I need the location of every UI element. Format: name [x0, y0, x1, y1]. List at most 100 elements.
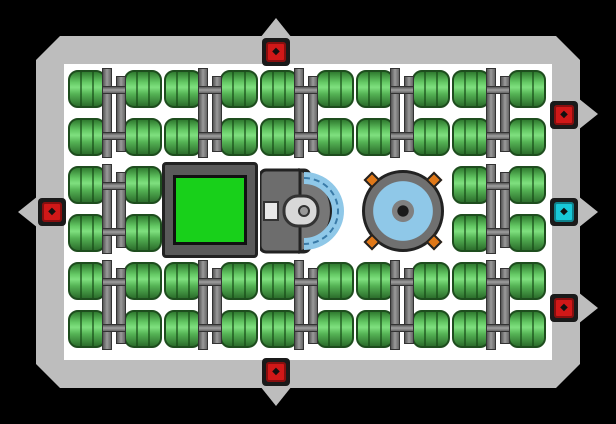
fuel-pipe: [102, 132, 126, 140]
fuel-drum: [316, 70, 354, 108]
fuel-pipe: [486, 260, 496, 350]
fuel-drum: [260, 118, 298, 156]
fuel-drum: [412, 310, 450, 348]
fuel-drum: [124, 70, 162, 108]
fuel-pipe: [116, 172, 126, 248]
fuel-tank-cell[interactable]: [354, 66, 450, 162]
fuel-pipe: [294, 324, 318, 332]
fuel-drum: [164, 262, 202, 300]
fuel-drum: [220, 70, 258, 108]
fuel-drum: [220, 118, 258, 156]
fuel-drum: [164, 118, 202, 156]
fuel-drum: [124, 310, 162, 348]
open-icon: ◆: [560, 206, 568, 217]
fuel-pipe: [102, 68, 112, 158]
fuel-tank-cell[interactable]: [66, 66, 162, 162]
fuel-drum: [508, 262, 546, 300]
door-top-light: ◆: [266, 42, 286, 62]
cargo-bay[interactable]: [162, 162, 258, 258]
fuel-pipe: [486, 132, 510, 140]
fuel-pipe: [486, 164, 496, 254]
fuel-pipe: [102, 228, 126, 236]
fuel-pipe: [486, 278, 510, 286]
hull-point-right-bottom: [578, 292, 598, 324]
fuel-pipe: [116, 268, 126, 344]
fuel-drum: [124, 262, 162, 300]
fuel-drum: [452, 118, 490, 156]
fuel-drum: [356, 262, 394, 300]
door-bottom[interactable]: ◆: [262, 358, 290, 386]
door-right-top[interactable]: ◆: [550, 101, 578, 129]
fuel-drum: [508, 310, 546, 348]
fuel-drum: [124, 214, 162, 252]
hull-point-bottom: [260, 386, 292, 406]
fuel-tank-cell[interactable]: [450, 66, 546, 162]
fuel-pipe: [198, 132, 222, 140]
fuel-drum: [220, 262, 258, 300]
fuel-pipe: [404, 268, 414, 344]
door-top[interactable]: ◆: [262, 38, 290, 66]
fuel-tank-cell[interactable]: [66, 258, 162, 354]
fuel-pipe: [500, 76, 510, 152]
fuel-pipe: [308, 268, 318, 344]
fuel-pipe: [500, 172, 510, 248]
hull-point-right-middle: [578, 196, 598, 228]
fuel-drum: [356, 118, 394, 156]
fuel-drum: [508, 214, 546, 252]
cockpit-module[interactable]: [258, 166, 352, 256]
fuel-drum: [164, 70, 202, 108]
fuel-pipe: [212, 76, 222, 152]
cargo-bay-fill: [173, 175, 247, 245]
hull-point-left: [18, 196, 38, 228]
fuel-drum: [124, 166, 162, 204]
door-right-bottom[interactable]: ◆: [550, 294, 578, 322]
fuel-pipe: [486, 182, 510, 190]
fuel-pipe: [102, 164, 112, 254]
fuel-tank-cell[interactable]: [450, 258, 546, 354]
fuel-drum: [68, 118, 106, 156]
fuel-tank-cell[interactable]: [162, 66, 258, 162]
fuel-pipe: [102, 324, 126, 332]
fuel-pipe: [294, 132, 318, 140]
fuel-pipe: [500, 268, 510, 344]
fuel-pipe: [404, 76, 414, 152]
fuel-tank-cell[interactable]: [66, 162, 162, 258]
fuel-drum: [452, 262, 490, 300]
lock-icon: ◆: [272, 46, 280, 57]
fuel-tank-cell[interactable]: [450, 162, 546, 258]
fuel-drum: [316, 262, 354, 300]
fuel-drum: [68, 214, 106, 252]
fuel-pipe: [486, 86, 510, 94]
fuel-tank-cell[interactable]: [258, 66, 354, 162]
fuel-pipe: [294, 260, 304, 350]
fuel-drum: [356, 310, 394, 348]
fuel-drum: [316, 118, 354, 156]
fuel-pipe: [102, 86, 126, 94]
fuel-pipe: [390, 260, 400, 350]
fuel-pipe: [308, 76, 318, 152]
door-left[interactable]: ◆: [38, 198, 66, 226]
lock-icon: ◆: [560, 109, 568, 120]
hull-point-top: [260, 18, 292, 38]
fuel-pipe: [198, 324, 222, 332]
door-right-middle[interactable]: ◆: [550, 198, 578, 226]
fuel-drum: [412, 118, 450, 156]
fuel-drum: [452, 310, 490, 348]
fuel-pipe: [294, 86, 318, 94]
fuel-tank-cell[interactable]: [162, 258, 258, 354]
fuel-drum: [68, 262, 106, 300]
fuel-pipe: [486, 228, 510, 236]
fuel-pipe: [116, 76, 126, 152]
fuel-drum: [452, 166, 490, 204]
fuel-pipe: [102, 278, 126, 286]
fuel-pipe: [294, 278, 318, 286]
door-right-middle-light: ◆: [554, 202, 574, 222]
fuel-tank-cell[interactable]: [258, 258, 354, 354]
door-bottom-light: ◆: [266, 362, 286, 382]
fuel-drum: [260, 262, 298, 300]
fuel-drum: [220, 310, 258, 348]
fuel-tank-cell[interactable]: [354, 258, 450, 354]
fuel-pipe: [486, 324, 510, 332]
door-right-top-light: ◆: [554, 105, 574, 125]
fuel-drum: [260, 70, 298, 108]
